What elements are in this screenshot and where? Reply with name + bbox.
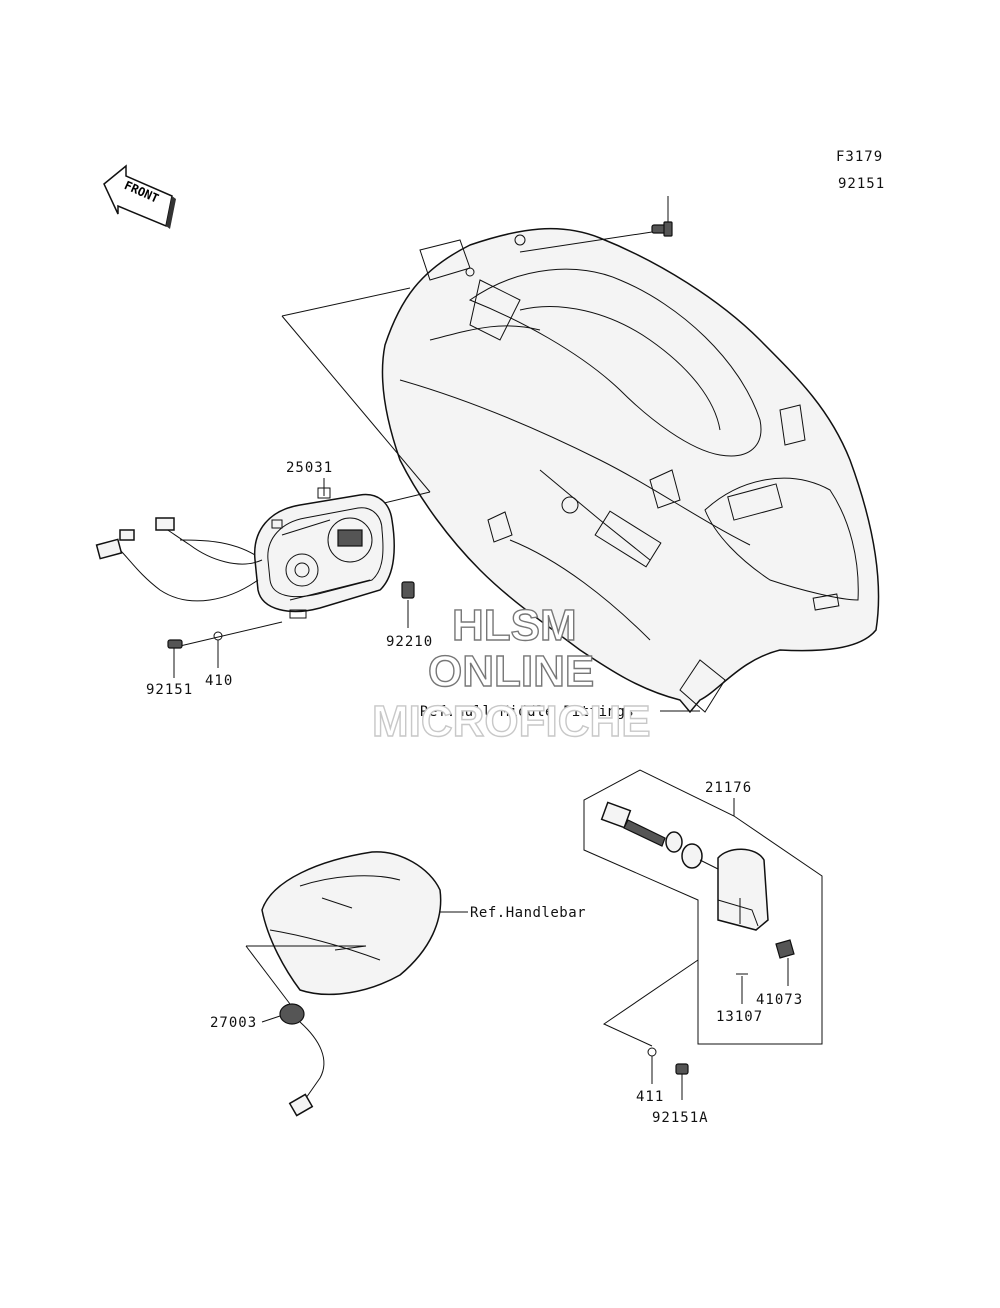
front-arrow-icon: FRONT bbox=[103, 164, 176, 229]
callout-washer-bottom: 411 bbox=[636, 1089, 664, 1105]
watermark: HLSM ONLINE MICROFICHE bbox=[371, 600, 651, 746]
callout-bolt-bottom: 92151A bbox=[652, 1110, 709, 1126]
callout-meter-assy: 25031 bbox=[286, 460, 333, 476]
callout-sensor-assy: 21176 bbox=[705, 780, 752, 796]
figure-code: F3179 bbox=[836, 149, 883, 165]
bracket-line-top bbox=[281, 287, 411, 317]
hull-upper-deck bbox=[381, 227, 880, 714]
hull-reference-group: Ref.Hull Middle Fittings bbox=[420, 704, 700, 720]
callout-switch: 27003 bbox=[210, 1015, 257, 1031]
watermark-line1: HLSM bbox=[452, 601, 577, 650]
switch-group: 27003 bbox=[210, 1003, 325, 1117]
bolt-left-group: 92151 410 bbox=[146, 621, 283, 698]
nut-clip-group: 92210 bbox=[386, 581, 433, 650]
callout-nut-clip: 92210 bbox=[386, 634, 433, 650]
ref-hull-middle-fittings: Ref.Hull Middle Fittings bbox=[420, 704, 634, 720]
callout-washer-left: 410 bbox=[205, 673, 233, 689]
meter-assembly: 25031 bbox=[95, 460, 395, 619]
callout-clamp: 41073 bbox=[756, 992, 803, 1008]
callout-pin: 13107 bbox=[716, 1009, 763, 1025]
bolt-top-group: 92151 bbox=[519, 176, 885, 253]
ref-handlebar: Ref.Handlebar bbox=[470, 905, 586, 921]
watermark-line2: ONLINE bbox=[428, 647, 594, 696]
callout-bolt-top: 92151 bbox=[838, 176, 885, 192]
sensor-assembly: 21176 41073 13107 411 92151A bbox=[583, 769, 823, 1126]
callout-bolt-left: 92151 bbox=[146, 682, 193, 698]
bracket-line-diagonal bbox=[281, 315, 431, 493]
handlebar-cover: Ref.Handlebar bbox=[245, 851, 586, 1005]
watermark-line3: MICROFICHE bbox=[372, 697, 651, 746]
